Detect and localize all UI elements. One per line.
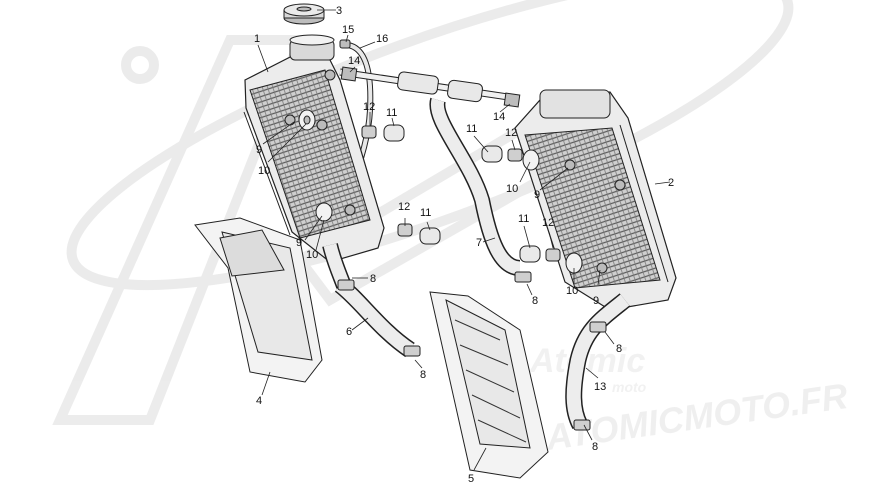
callout-5: 5 [468, 473, 474, 485]
callout-4: 4 [256, 395, 262, 407]
leader-lines [257, 9, 671, 471]
callout-12-a: 12 [363, 101, 375, 113]
callout-10-d: 10 [566, 285, 578, 297]
right-shroud [429, 291, 549, 479]
callout-11-a: 11 [386, 107, 397, 119]
callout-9-c: 9 [296, 237, 302, 249]
callout-labels: 3 1 2 4 5 6 7 8 8 8 8 8 9 9 9 9 10 10 10… [254, 5, 674, 485]
left-radiator [243, 34, 385, 263]
callout-3: 3 [336, 5, 342, 17]
callout-16: 16 [376, 33, 388, 45]
right-radiator [514, 89, 677, 311]
callout-7: 7 [476, 237, 482, 249]
left-shroud [194, 217, 323, 383]
hose-13 [565, 293, 631, 429]
callout-12-b: 12 [505, 127, 517, 139]
callout-8-b: 8 [420, 369, 426, 381]
callout-11-c: 11 [420, 207, 431, 219]
callout-10-a: 10 [258, 165, 270, 177]
watermark-brand: ATOMICMOTO.FR [542, 375, 850, 458]
callout-8-d: 8 [616, 343, 622, 355]
callout-12-d: 12 [542, 217, 554, 229]
callout-11-d: 11 [518, 213, 529, 225]
callout-2: 2 [668, 177, 674, 189]
callout-14-b: 14 [493, 111, 505, 123]
hose-clamps [337, 271, 607, 431]
lower-hose-7 [429, 97, 522, 276]
callout-1: 1 [254, 33, 260, 45]
watermark: Atomic moto ATOMICMOTO.FR [52, 0, 850, 458]
callout-15: 15 [342, 24, 354, 36]
callout-8-c: 8 [532, 295, 538, 307]
callout-13: 13 [594, 381, 606, 393]
radiator-cap [283, 3, 325, 25]
callout-12-c: 12 [398, 201, 410, 213]
left-mount-parts [298, 109, 441, 245]
clip-15 [339, 39, 351, 49]
callout-8-e: 8 [592, 441, 598, 453]
right-mount-parts [481, 145, 583, 274]
callout-9-d: 9 [593, 295, 599, 307]
upper-crossover-pipe [339, 66, 521, 108]
watermark-logo-sub: moto [612, 379, 647, 395]
callout-11-b: 11 [466, 123, 477, 135]
callout-8-a: 8 [370, 273, 376, 285]
callout-10-b: 10 [506, 183, 518, 195]
callout-6: 6 [346, 326, 352, 338]
callout-14-a: 14 [348, 55, 360, 67]
callout-10-c: 10 [306, 249, 318, 261]
callout-9-b: 9 [534, 189, 540, 201]
callout-9-a: 9 [256, 144, 262, 156]
